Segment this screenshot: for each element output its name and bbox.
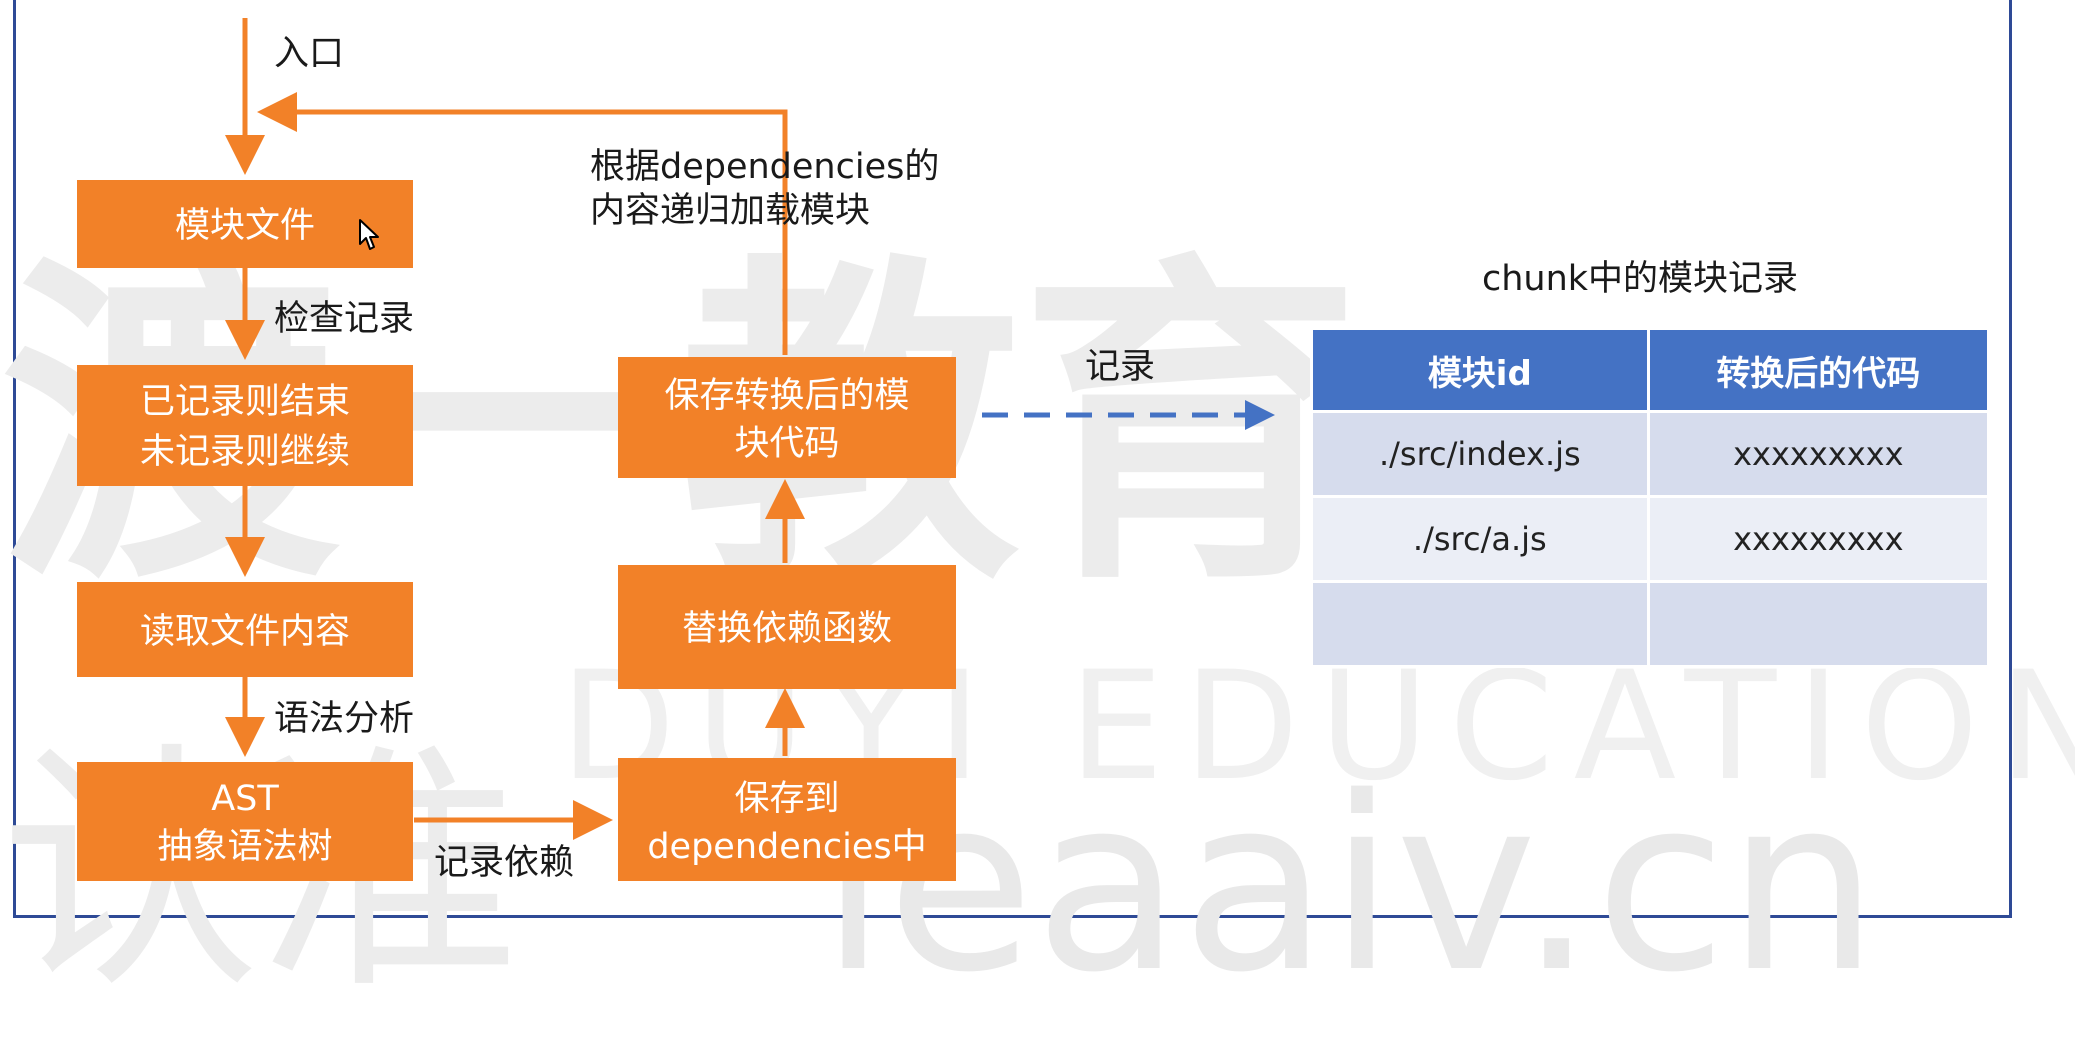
- box-read-content: 读取文件内容: [77, 582, 413, 677]
- table-cell-module-id: ./src/index.js: [1310, 410, 1650, 498]
- svg-text:未记录则继续: 未记录则继续: [140, 432, 350, 472]
- table-row: ./src/a.js xxxxxxxxx: [1310, 495, 1991, 583]
- box-ast: AST 抽象语法树: [77, 762, 413, 881]
- svg-text:块代码: 块代码: [734, 424, 839, 464]
- box-module-file: 模块文件: [77, 180, 413, 268]
- svg-text:保存到: 保存到: [734, 779, 839, 819]
- label-recursive-2: 内容递归加载模块: [590, 191, 870, 231]
- table-row: ./src/index.js xxxxxxxxx: [1310, 410, 1991, 498]
- table-header-row: 模块id 转换后的代码: [1310, 327, 1991, 413]
- svg-text:替换依赖函数: 替换依赖函数: [682, 609, 892, 649]
- chunk-table-title: chunk中的模块记录: [1481, 259, 1799, 299]
- box-save-deps: 保存到 dependencies中: [618, 758, 956, 881]
- svg-text:模块文件: 模块文件: [175, 206, 315, 246]
- label-check-record: 检查记录: [274, 299, 414, 339]
- table-cell-code: xxxxxxxxx: [1646, 410, 1991, 498]
- box-save-code: 保存转换后的模 块代码: [618, 357, 956, 478]
- pointer-cursor-icon: [359, 219, 379, 250]
- table-row: [1310, 580, 1991, 668]
- arrow-recursive-loop: [257, 92, 788, 355]
- label-recursive-1: 根据dependencies的: [590, 147, 939, 187]
- svg-text:抽象语法树: 抽象语法树: [157, 827, 332, 867]
- slide-frame: [13, 0, 2012, 918]
- svg-text:读取文件内容: 读取文件内容: [140, 612, 350, 652]
- box-replace-deps: 替换依赖函数: [618, 565, 956, 689]
- svg-text:已记录则结束: 已记录则结束: [140, 382, 350, 422]
- svg-text:AST: AST: [211, 779, 279, 819]
- svg-text:保存转换后的模: 保存转换后的模: [664, 376, 909, 416]
- label-record-deps: 记录依赖: [434, 843, 574, 883]
- label-parse: 语法分析: [274, 699, 414, 739]
- label-entry: 入口: [274, 34, 344, 74]
- table-cell-code: xxxxxxxxx: [1646, 495, 1991, 583]
- box-recorded-check: 已记录则结束 未记录则继续: [77, 365, 413, 486]
- svg-text:dependencies中: dependencies中: [647, 827, 926, 867]
- chunk-module-table: 模块id 转换后的代码 ./src/index.js xxxxxxxxx ./s…: [1310, 327, 1991, 668]
- column-header-code: 转换后的代码: [1646, 327, 1991, 413]
- label-record: 记录: [1085, 347, 1155, 387]
- flow-diagram: 模块文件 已记录则结束 未记录则继续 读取文件内容 AST 抽象语法树 保存到 …: [77, 18, 1275, 883]
- table-cell-module-id: [1310, 580, 1650, 668]
- table-cell-code: [1646, 580, 1991, 668]
- column-header-module-id: 模块id: [1310, 327, 1650, 413]
- table-cell-module-id: ./src/a.js: [1310, 495, 1650, 583]
